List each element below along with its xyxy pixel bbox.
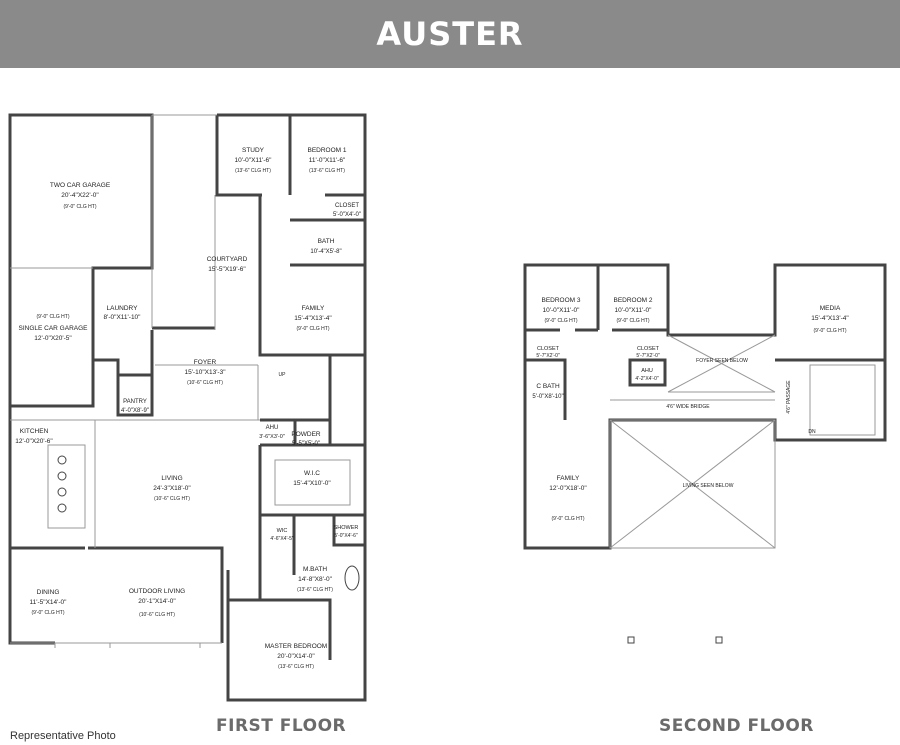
room-clg: (10'-6" CLG HT) bbox=[187, 380, 223, 386]
room-name: LAUNDRY bbox=[107, 305, 139, 312]
room-dim: 10'-0"X11'-6" bbox=[235, 157, 273, 164]
room-clg: (13'-6" CLG HT) bbox=[278, 664, 314, 670]
room-dim: 5'-0"X4'-6" bbox=[334, 533, 357, 539]
room-name: C BATH bbox=[536, 383, 560, 390]
note-foyer-seen-below: FOYER SEEN BELOW bbox=[696, 358, 748, 364]
room-clg: (9'-0" CLG HT) bbox=[813, 328, 846, 334]
room-name: BATH bbox=[318, 238, 335, 245]
first-floor-walls bbox=[8, 113, 367, 702]
room-dim: 15'-4"X10'-0" bbox=[293, 480, 331, 487]
room-dim: 4'-2"X4'-0" bbox=[635, 376, 658, 382]
room-clg: (9'-0" CLG HT) bbox=[551, 516, 584, 522]
room-dim: 20'-1"X14'-0" bbox=[138, 598, 176, 605]
header-bar: AUSTER bbox=[0, 0, 900, 68]
room-dim: 5'-7"X2'-0" bbox=[536, 353, 559, 359]
marker-icon bbox=[715, 636, 723, 644]
note-living-seen-below: LIVING SEEN BELOW bbox=[683, 483, 734, 489]
room-dim: 10'-0"X11'-0" bbox=[543, 307, 581, 314]
room-dim: 12'-0"X20'-5" bbox=[34, 335, 72, 342]
stool-icon bbox=[57, 455, 67, 465]
representative-photo-label: Representative Photo bbox=[10, 730, 116, 742]
room-dim: 20'-0"X14'-0" bbox=[277, 653, 315, 660]
room-dim: 11'-0"X11'-6" bbox=[309, 157, 346, 164]
room-dim: 5'-5"X5'-0" bbox=[292, 441, 320, 447]
room-dim: 15'-4"X13'-4" bbox=[811, 315, 849, 322]
room-clg: (13'-6" CLG HT) bbox=[309, 168, 345, 174]
room-name: KITCHEN bbox=[20, 428, 49, 435]
room-name: COURTYARD bbox=[207, 256, 248, 263]
room-name: BEDROOM 1 bbox=[307, 147, 346, 154]
page-title: AUSTER bbox=[376, 15, 524, 53]
room-labels: TWO CAR GARAGE 20'-4"X22'-0" (9'-0" CLG … bbox=[15, 147, 849, 670]
room-dim: 3'-6"X3'-0" bbox=[259, 434, 285, 440]
room-name: POWDER bbox=[291, 431, 321, 438]
room-dim: 11'-5"X14'-0" bbox=[30, 599, 68, 606]
stool-icon bbox=[57, 487, 67, 497]
room-dim: 14'-8"X8'-0" bbox=[298, 576, 333, 583]
room-name: FAMILY bbox=[557, 475, 580, 482]
room-name: MEDIA bbox=[820, 305, 841, 312]
second-floor-thin-lines bbox=[609, 334, 876, 549]
room-name: BEDROOM 3 bbox=[541, 297, 580, 304]
room-name: M.BATH bbox=[303, 566, 327, 573]
room-dim: 12'-0"X18'-0" bbox=[549, 485, 587, 492]
room-name: W.I.C bbox=[304, 470, 320, 477]
note-up: UP bbox=[279, 372, 287, 378]
room-dim: 20'-4"X22'-0" bbox=[61, 192, 99, 199]
room-name: AHU bbox=[266, 425, 279, 431]
room-clg: (13'-6" CLG HT) bbox=[235, 168, 271, 174]
room-name: SINGLE CAR GARAGE bbox=[19, 325, 89, 332]
room-dim: 4'-0"X8'-9" bbox=[121, 408, 149, 414]
room-dim: 24'-3"X18'-0" bbox=[153, 485, 191, 492]
room-name: MASTER BEDROOM bbox=[265, 643, 327, 650]
room-dim: 5'-0"X8'-10" bbox=[532, 394, 563, 400]
room-name: FAMILY bbox=[302, 305, 325, 312]
first-floor-caption: FIRST FLOOR bbox=[216, 716, 347, 736]
room-name: WIC bbox=[277, 528, 288, 534]
room-name: DINING bbox=[37, 589, 60, 596]
room-dim: 10'-4"X5'-8" bbox=[310, 249, 341, 255]
room-clg: (9'-0" CLG HT) bbox=[36, 314, 69, 320]
first-floor-thin-lines bbox=[10, 114, 351, 648]
room-clg: (9'-0" CLG HT) bbox=[63, 204, 96, 210]
room-dim: 10'-0"X11'-0" bbox=[615, 307, 653, 314]
room-name: CLOSET bbox=[637, 346, 660, 352]
room-name: CLOSET bbox=[537, 346, 560, 352]
room-dim: 12'-0"X20'-6" bbox=[15, 438, 53, 445]
room-dim: 15'-10"X13'-3" bbox=[184, 369, 226, 376]
room-name: SHOWER bbox=[334, 525, 359, 531]
room-clg: (9'-0" CLG HT) bbox=[296, 326, 329, 332]
note-wide-bridge: 4'6" WIDE BRIDGE bbox=[666, 404, 710, 410]
stool-icon bbox=[57, 471, 67, 481]
stool-icon bbox=[57, 503, 67, 513]
room-dim: 8'-0"X11'-10" bbox=[104, 314, 142, 321]
room-dim: 5'-7"X2'-0" bbox=[636, 353, 659, 359]
room-clg: (10'-6" CLG HT) bbox=[139, 612, 175, 618]
room-name: OUTDOOR LIVING bbox=[129, 588, 185, 595]
room-dim: 15'-4"X13'-4" bbox=[294, 315, 332, 322]
room-name: CLOSET bbox=[335, 203, 359, 209]
room-clg: (9'-0" CLG HT) bbox=[616, 318, 649, 324]
room-dim: 15'-5"X19'-6" bbox=[208, 266, 246, 273]
room-name: LIVING bbox=[161, 475, 182, 482]
fixture-marks bbox=[57, 455, 723, 644]
marker-icon bbox=[627, 636, 635, 644]
room-name: TWO CAR GARAGE bbox=[50, 182, 111, 189]
room-name: STUDY bbox=[242, 147, 265, 154]
bathtub-icon bbox=[344, 565, 360, 591]
room-dim: 5'-0"X4'-0" bbox=[333, 212, 361, 218]
room-clg: (10'-6" CLG HT) bbox=[154, 496, 190, 502]
room-clg: (9'-0" CLG HT) bbox=[31, 610, 64, 616]
room-clg: (9'-0" CLG HT) bbox=[544, 318, 577, 324]
room-name: BEDROOM 2 bbox=[613, 297, 652, 304]
note-dn: DN bbox=[808, 429, 816, 435]
room-name: PANTRY bbox=[123, 399, 147, 405]
room-dim: 4'-6"X4'-5" bbox=[270, 536, 293, 542]
room-clg: (13'-6" CLG HT) bbox=[297, 587, 333, 593]
note-passage: 4'6" PASSAGE bbox=[786, 380, 792, 414]
room-name: AHU bbox=[641, 368, 653, 374]
room-name: FOYER bbox=[194, 359, 217, 366]
second-floor-caption: SECOND FLOOR bbox=[659, 716, 814, 736]
